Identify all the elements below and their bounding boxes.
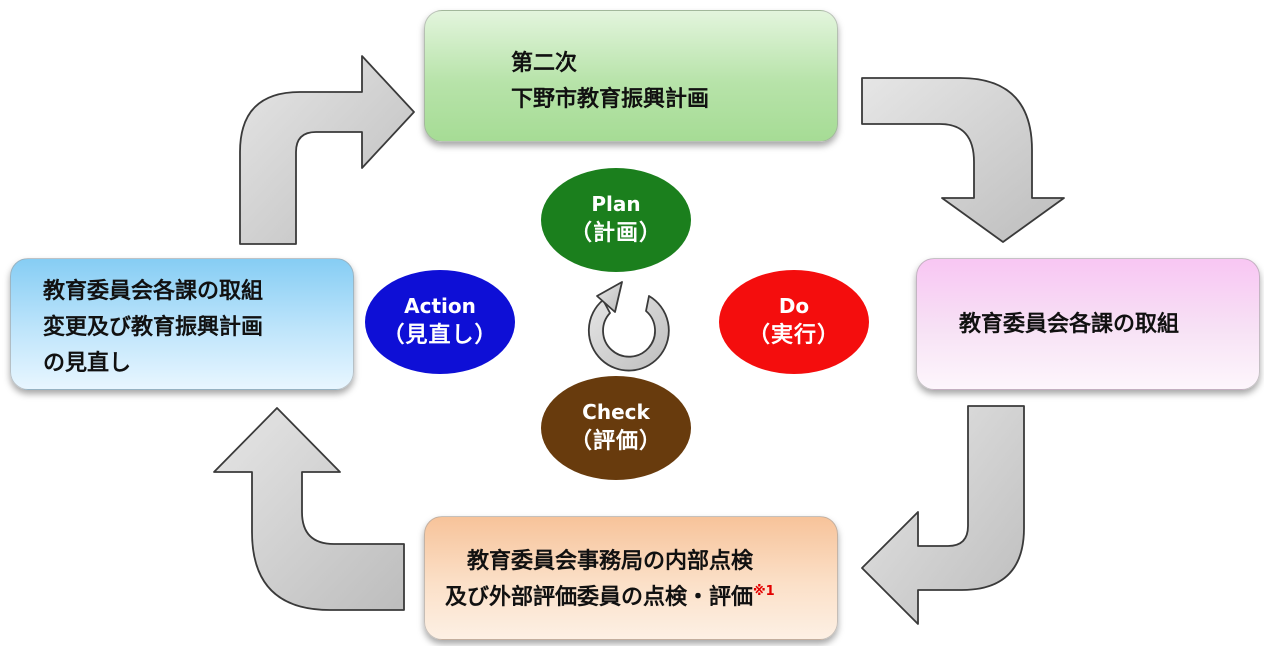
bent-arrow-icon-check-to-action bbox=[213, 407, 405, 611]
do-oval-en: Do bbox=[778, 294, 810, 318]
do-oval-jp: （実行） bbox=[747, 323, 840, 348]
bent-arrow-icon-action-to-plan bbox=[239, 55, 415, 245]
footnote-mark: ※1 bbox=[753, 584, 775, 599]
do-box: 教育委員会各課の取組 bbox=[916, 258, 1260, 390]
do-box-line1: 教育委員会各課の取組 bbox=[959, 312, 1180, 337]
check-oval-en: Check bbox=[582, 400, 650, 424]
plan-oval-en: Plan bbox=[591, 192, 641, 216]
action-box-line3: の見直し bbox=[43, 351, 132, 376]
action-oval-jp: （見直し） bbox=[382, 323, 498, 348]
check-box-line1: 教育委員会事務局の内部点検 bbox=[467, 549, 754, 574]
plan-box-line2: 下野市教育振興計画 bbox=[511, 87, 710, 112]
do-oval: Do （実行） bbox=[719, 270, 869, 374]
plan-box: 第二次 下野市教育振興計画 bbox=[424, 10, 838, 142]
check-box-line2-text: 及び外部評価委員の点検・評価 bbox=[445, 585, 754, 610]
action-box-line2: 変更及び教育振興計画 bbox=[43, 315, 264, 340]
check-oval: Check （評価） bbox=[541, 376, 691, 480]
action-oval-en: Action bbox=[404, 294, 476, 318]
plan-box-line1: 第二次 bbox=[511, 51, 578, 76]
bent-arrow-icon-plan-to-do bbox=[861, 77, 1065, 243]
bent-arrow-icon-do-to-check bbox=[861, 405, 1025, 625]
action-box-line1: 教育委員会各課の取組 bbox=[43, 279, 264, 304]
check-box: 教育委員会事務局の内部点検 及び外部評価委員の点検・評価※1 bbox=[424, 516, 838, 640]
action-box: 教育委員会各課の取組 変更及び教育振興計画 の見直し bbox=[10, 258, 354, 390]
check-oval-jp: （評価） bbox=[569, 429, 662, 454]
plan-oval-jp: （計画） bbox=[569, 221, 662, 246]
plan-oval: Plan （計画） bbox=[541, 168, 691, 272]
circular-refresh-icon bbox=[587, 281, 670, 372]
action-oval: Action （見直し） bbox=[365, 270, 515, 374]
check-box-line2: 及び外部評価委員の点検・評価※1 bbox=[445, 579, 775, 617]
